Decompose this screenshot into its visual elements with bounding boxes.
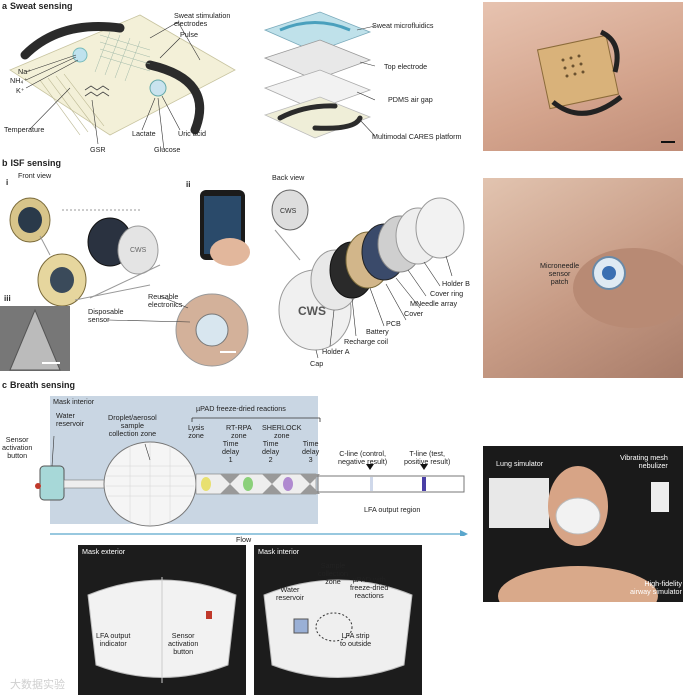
label-flow: Flow <box>236 535 252 544</box>
label-mask-exterior: Mask exterior <box>82 547 126 556</box>
label-lfa-region: LFA output region <box>364 505 421 514</box>
section-a-letter: a <box>2 1 8 11</box>
mannequin-photo <box>483 446 683 602</box>
microneedle-patch-photo <box>483 178 683 378</box>
section-c-name: Breath sensing <box>10 380 76 390</box>
sub-label-ii: ii <box>186 180 191 189</box>
label-cover: Cover <box>404 309 424 318</box>
label-pdms-air-gap: PDMS air gap <box>388 95 433 104</box>
label-t-line: T-line (test,positive result) <box>404 449 451 466</box>
label-mask-interior-bottom: Mask interior <box>258 547 300 556</box>
label-recharge-coil: Recharge coil <box>344 337 388 346</box>
label-back-view: Back view <box>272 173 305 182</box>
label-top-electrode: Top electrode <box>384 62 428 71</box>
label-holder-b: Holder B <box>442 279 470 288</box>
label-k: K⁺ <box>16 86 25 95</box>
exploded-cws-text: CWS <box>298 304 326 318</box>
section-c-letter: c <box>2 380 8 390</box>
label-gsr: GSR <box>90 145 106 154</box>
label-cover-ring: Cover ring <box>430 289 464 298</box>
section-b-letter: b <box>2 158 8 168</box>
back-cws-text: CWS <box>280 208 297 215</box>
sub-label-iii: iii <box>4 294 11 303</box>
label-upad-reactions: µPAD freeze-dried reactions <box>196 404 286 413</box>
label-cap: Cap <box>310 359 324 368</box>
label-cares-platform: Multimodal CARES platform <box>372 132 462 141</box>
label-glucose: Glucose <box>154 145 181 154</box>
label-mneedle-array: MNeedle array <box>410 299 458 308</box>
label-c-line: C-line (control,negative result) <box>338 449 388 466</box>
sweat-sensor-photo <box>483 2 683 151</box>
label-temperature: Temperature <box>4 125 45 134</box>
label-sweat-microfluidics: Sweat microfluidics <box>372 21 434 30</box>
front-cws-text: CWS <box>130 247 147 254</box>
label-battery: Battery <box>366 327 389 336</box>
label-pcb: PCB <box>386 319 401 328</box>
label-front-view: Front view <box>18 171 52 180</box>
isf-device-diagram: CWS CWS CWS <box>0 189 465 371</box>
section-b-name: ISF sensing <box>10 158 62 168</box>
breath-microfluidic-diagram <box>35 417 468 536</box>
label-nh4: NH₄⁺ <box>10 76 28 85</box>
label-lactate: Lactate <box>132 129 156 138</box>
mask-exterior-photo <box>78 545 246 695</box>
label-na: Na⁺ <box>18 67 31 76</box>
label-mask-interior: Mask interior <box>53 397 95 406</box>
sweat-layers-diagram <box>263 11 375 139</box>
label-uric-acid: Uric acid <box>178 129 206 138</box>
label-pulse: Pulse <box>180 30 198 39</box>
section-a-name: Sweat sensing <box>10 1 73 11</box>
watermark: 大数据实验 <box>10 679 65 691</box>
label-holder-a: Holder A <box>322 347 350 356</box>
sub-label-i: i <box>6 178 9 187</box>
mask-interior-photo <box>254 545 422 695</box>
sweat-patch-diagram <box>9 14 236 151</box>
label-lung-simulator: Lung simulator <box>496 459 544 468</box>
